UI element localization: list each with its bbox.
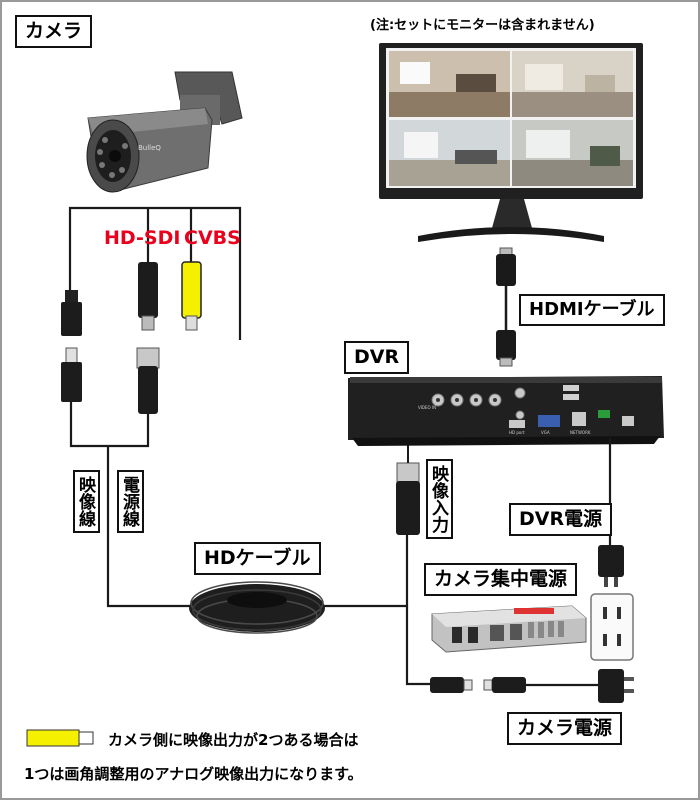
dvr-power-plug [598,545,624,587]
hd-cable-split [71,402,148,446]
cvbs-yellow-connector-legend-icon [27,730,93,746]
camera-power-dc-plug [484,677,526,693]
bullet-camera-image: BulleQ [87,72,242,192]
central-power-supply-image [432,606,586,652]
wall-outlet [591,594,633,660]
dvr-label: DVR [344,341,409,374]
cvbs-label: CVBS [184,227,241,249]
svg-text:VGA: VGA [541,430,550,435]
dvr-recorder-image: VIDEO IN HD port VGA NETWORK [348,376,664,446]
hdmi-connector-bottom [496,330,516,366]
cable-power-plug-connector [61,348,82,402]
video-input-label: 映像入力 [426,459,453,539]
camera-label: カメラ [15,15,92,48]
cable-bnc-connector-dvr-side [396,463,420,535]
camera-power-adapter [598,669,634,703]
hdmi-cable-label: HDMIケーブル [519,294,665,326]
camera-power-dc-jack [430,677,472,693]
hd-sdi-label: HD-SDI [104,227,180,249]
hd-cable-label: HDケーブル [194,542,321,575]
hd-cable-wire-right [320,535,407,606]
svg-text:NETWORK: NETWORK [570,430,591,435]
hdmi-connector-top [496,248,516,286]
video-line-label: 映像線 [73,470,100,533]
svg-text:BulleQ: BulleQ [138,144,161,152]
camera-power-plug-connector [61,290,82,336]
svg-text:HD port: HD port [509,430,525,435]
footnote-line-2: 1つは画角調整用のアナログ映像出力になります。 [24,763,363,784]
monitor-image [379,43,643,242]
svg-text:VIDEO IN: VIDEO IN [418,405,436,410]
monitor-not-included-note: (注:セットにモニターは含まれません) [370,14,595,33]
camera-cvbs-bnc-connector [182,262,201,330]
power-line-label: 電源線 [117,470,144,533]
hd-cable-power-branch [407,606,430,684]
hd-cable-coil [189,582,325,633]
camera-power-label: カメラ電源 [507,712,622,745]
camera-hd-sdi-bnc-connector [138,262,158,330]
footnote-line-1: カメラ側に映像出力が2つある場合は [108,729,358,750]
cable-bnc-connector-camera-side [137,348,159,414]
dvr-power-label: DVR電源 [509,503,612,536]
central-power-label: カメラ集中電源 [424,563,577,596]
